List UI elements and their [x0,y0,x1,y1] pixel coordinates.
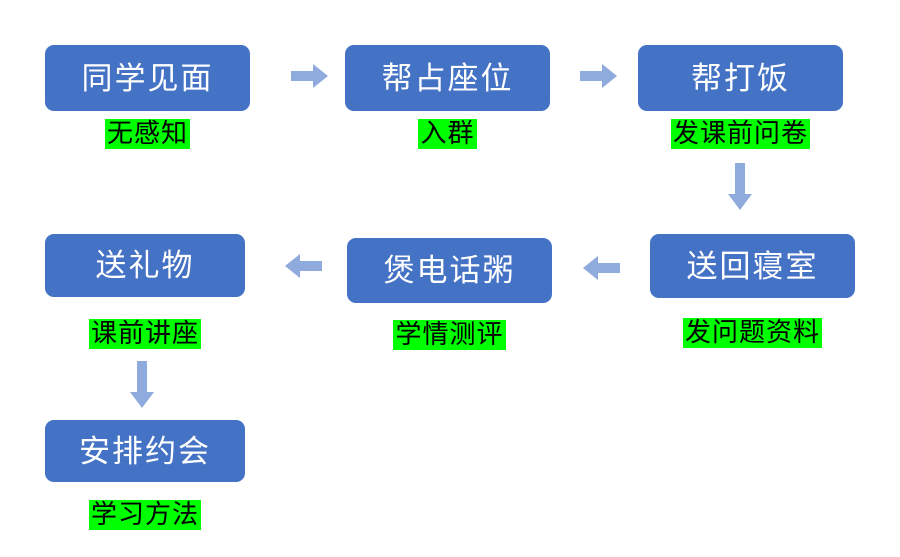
flow-node-label: 帮占座位 [381,60,514,96]
flow-caption-7: 学习方法 [45,498,245,532]
flow-node-2[interactable]: 帮占座位 [345,45,550,111]
flow-node-6[interactable]: 送礼物 [45,234,245,297]
flow-caption-text: 学情测评 [393,319,506,350]
arrow-right-icon [580,62,618,90]
flow-node-label: 帮打饭 [691,60,790,96]
flow-caption-text: 课前讲座 [88,318,201,349]
flow-node-3[interactable]: 帮打饭 [638,45,843,111]
arrow-right-icon [291,62,329,90]
flow-node-label: 煲电话粥 [383,253,516,288]
flow-caption-text: 发课前问卷 [670,118,810,149]
arrow-down-icon [726,163,754,211]
flow-caption-6: 课前讲座 [45,317,245,351]
flow-caption-text: 入群 [418,118,477,149]
flow-node-7[interactable]: 安排约会 [45,420,245,482]
flow-caption-text: 无感知 [104,118,190,149]
flow-caption-text: 学习方法 [88,499,201,530]
arrow-left-icon [583,254,621,282]
flow-caption-2: 入群 [345,117,550,151]
flow-caption-3: 发课前问卷 [638,117,843,151]
flow-node-label: 安排约会 [79,433,211,469]
arrow-left-icon [285,252,323,280]
flow-caption-1: 无感知 [45,117,250,151]
flow-node-5[interactable]: 煲电话粥 [347,238,552,303]
arrow-down-icon [128,361,156,409]
flow-node-label: 送礼物 [95,248,195,283]
flow-node-label: 送回寝室 [686,248,819,284]
flow-node-label: 同学见面 [81,60,214,96]
flow-node-1[interactable]: 同学见面 [45,45,250,111]
flow-caption-text: 发问题资料 [682,317,822,348]
flow-caption-4: 发问题资料 [650,316,855,350]
flow-node-4[interactable]: 送回寝室 [650,234,855,298]
flow-caption-5: 学情测评 [347,318,552,352]
